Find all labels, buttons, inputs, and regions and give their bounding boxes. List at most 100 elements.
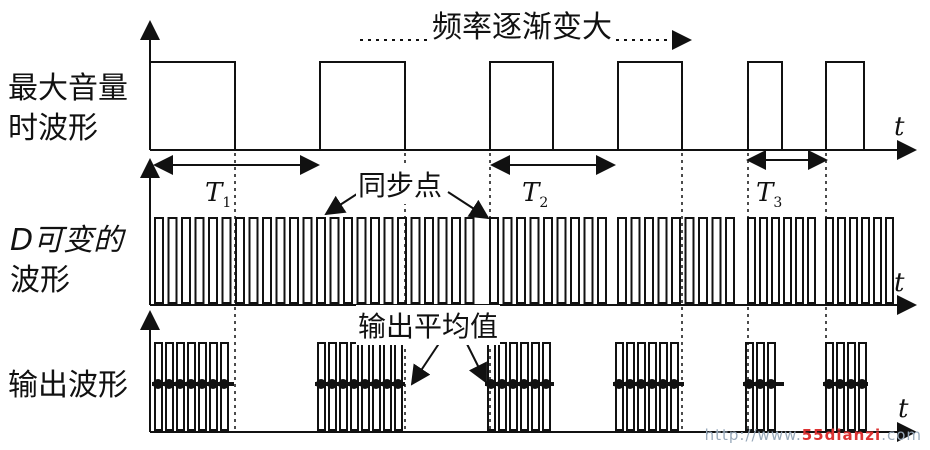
axis-t-label-row1: t (894, 112, 905, 142)
pwm-pulse (617, 217, 627, 304)
average-pointer-left (410, 341, 441, 386)
average-dot (614, 379, 624, 389)
average-dot (219, 379, 229, 389)
period-t3-sub: 3 (773, 195, 783, 212)
average-dot (197, 379, 207, 389)
pwm-pulse (644, 217, 654, 304)
average-dot (338, 379, 348, 389)
pwm-pulse (711, 217, 722, 304)
period-t3-label: T3 (756, 178, 782, 211)
pwm-pulse (783, 217, 792, 304)
pwm-pulse (885, 217, 894, 304)
pwm-pulse (771, 217, 780, 304)
pwm-pulse (181, 217, 191, 304)
average-dot (327, 379, 337, 389)
average-dot (360, 379, 370, 389)
pwm-pulse (759, 217, 768, 304)
row2-label-text: D可变的 (10, 223, 124, 258)
pwm-pulse (556, 217, 567, 304)
average-dot (349, 379, 359, 389)
pwm-pulse (262, 217, 272, 304)
pwm-pulse (725, 217, 735, 304)
average-dot (658, 379, 668, 389)
average-dot (669, 379, 679, 389)
average-dot (835, 379, 845, 389)
average-dot (486, 379, 496, 389)
pwm-pulse (583, 217, 594, 304)
pwm-pulse (410, 217, 421, 304)
row3-label-line1: 输出波形 (8, 368, 128, 403)
pwm-pulse (502, 217, 513, 304)
pwm-pulse (825, 217, 834, 304)
average-dot (175, 379, 185, 389)
pwm-pulse (807, 217, 816, 304)
period-t2-sub: 2 (539, 195, 549, 212)
average-dot (530, 379, 540, 389)
watermark: http://www.55dianzi.com (705, 426, 922, 444)
average-dot (857, 379, 867, 389)
period-t3-name: T (756, 178, 774, 208)
watermark-brand: 55dianzi (801, 426, 882, 444)
pwm-pulse (597, 217, 607, 304)
average-dot (382, 379, 392, 389)
pwm-pulse (657, 217, 668, 304)
pwm-pulse (329, 217, 340, 304)
average-dot (186, 379, 196, 389)
pwm-pulse (684, 217, 695, 304)
sync-point-pointer-left (324, 191, 361, 216)
sync-point-annotation: 同步点 (356, 164, 445, 204)
average-pointer-right (465, 341, 487, 384)
average-dot (153, 379, 163, 389)
average-dot (766, 379, 776, 389)
average-dot (744, 379, 754, 389)
watermark-prefix: http://www. (704, 426, 802, 444)
pwm-pulse (570, 217, 580, 304)
pwm-pulse (167, 217, 178, 304)
pwm-pulse (383, 217, 394, 304)
average-dot (316, 379, 326, 389)
pwm-pulse (795, 217, 804, 304)
average-dot (508, 379, 518, 389)
pwm-pulse (370, 217, 380, 304)
pwm-pulse (397, 217, 407, 304)
period-t2-label: T2 (522, 178, 548, 211)
pwm-pulse (747, 217, 756, 304)
axis-t-label-row2: t (894, 268, 905, 298)
pwm-pulse (861, 217, 870, 304)
sync-point-pointer-right (447, 191, 490, 220)
pwm-pulse (698, 217, 708, 304)
pwm-pulse (248, 217, 259, 304)
pwm-pulse (208, 217, 218, 304)
pwm-pulse (489, 217, 499, 304)
average-dot (371, 379, 381, 389)
average-dot (541, 379, 551, 389)
pwm-pulse (529, 217, 540, 304)
pwm-pulse (343, 217, 353, 304)
period-t1-label: T1 (205, 178, 231, 211)
pwm-pulse (543, 217, 553, 304)
pwm-pulse (154, 217, 164, 304)
average-dot (497, 379, 507, 389)
pwm-pulse (671, 217, 681, 304)
pwm-pulse (849, 217, 858, 304)
pwm-pulse (437, 217, 448, 304)
pwm-pulse (194, 217, 205, 304)
period-t1-sub: 1 (222, 195, 232, 212)
period-t2-name: T (522, 178, 540, 208)
pwm-pulse (289, 217, 299, 304)
row2-label-line1: D可变的 (10, 222, 123, 260)
period-t1-name: T (205, 178, 223, 208)
pwm-pulse (630, 217, 641, 304)
pwm-pulse (221, 217, 232, 304)
frequency-increasing-caption: 频率逐渐变大 (430, 2, 614, 46)
average-dot (164, 379, 174, 389)
pwm-pulse (424, 217, 434, 304)
pwm-pulse (516, 217, 526, 304)
average-dot (647, 379, 657, 389)
average-dot (755, 379, 765, 389)
pwm-pulse (316, 217, 326, 304)
pwm-pulse (275, 217, 286, 304)
pwm-pulse (451, 217, 461, 304)
